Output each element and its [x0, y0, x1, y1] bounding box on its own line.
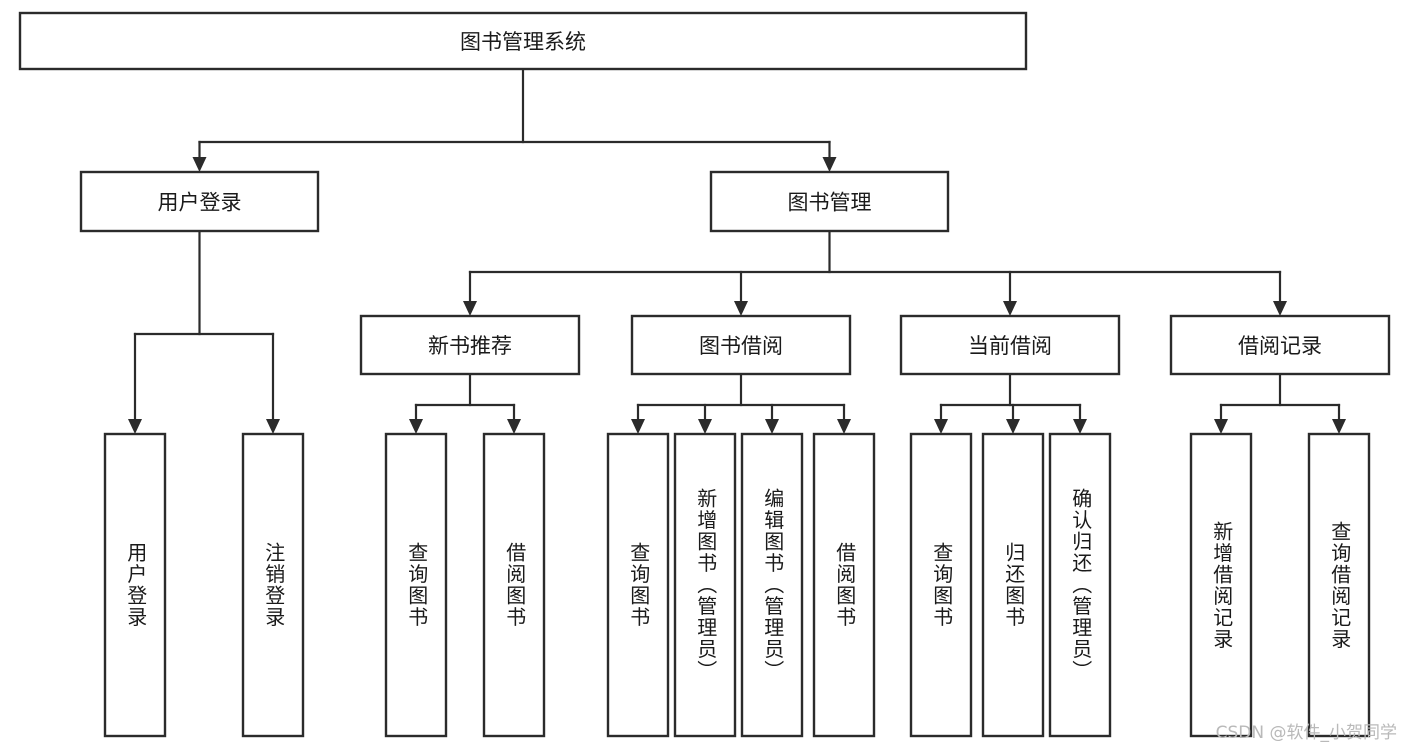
arrow-head-icon — [507, 419, 521, 434]
arrow-head-icon — [1214, 419, 1228, 434]
node-leaf-query-book-3[interactable] — [909, 432, 973, 738]
arrow-head-icon — [822, 157, 837, 172]
arrow-head-icon — [1006, 419, 1020, 434]
node-new-book-recommend-label: 新书推荐 — [428, 334, 512, 358]
arrow-head-icon — [765, 419, 779, 434]
arrow-head-icon — [1332, 419, 1346, 434]
node-book-management-label: 图书管理 — [788, 191, 872, 215]
node-book-management[interactable]: 图书管理 — [709, 170, 950, 233]
node-system-title-label: 图书管理系统 — [460, 30, 586, 54]
node-leaf-borrow-book-2[interactable] — [812, 432, 876, 738]
arrow-head-icon — [837, 419, 851, 434]
node-leaf-user-login[interactable] — [103, 432, 167, 738]
connector-lines — [128, 67, 1346, 434]
arrow-head-icon — [698, 419, 712, 434]
arrow-head-icon — [463, 301, 477, 316]
node-book-borrow[interactable]: 图书借阅 — [630, 314, 852, 376]
node-borrow-record-label: 借阅记录 — [1238, 334, 1322, 358]
node-leaf-return-book[interactable] — [981, 432, 1045, 738]
node-user-login[interactable]: 用户登录 — [79, 170, 320, 233]
node-system-title[interactable]: 图书管理系统 — [18, 11, 1028, 71]
arrow-head-icon — [1003, 301, 1017, 316]
node-borrow-record[interactable]: 借阅记录 — [1169, 314, 1391, 376]
arrow-head-icon — [934, 419, 948, 434]
node-new-book-recommend[interactable]: 新书推荐 — [359, 314, 581, 376]
node-leaf-borrow-book-1[interactable] — [482, 432, 546, 738]
arrow-head-icon — [1073, 419, 1087, 434]
node-leaf-query-book-1[interactable] — [384, 432, 448, 738]
arrow-head-icon — [409, 419, 423, 434]
node-user-login-label: 用户登录 — [158, 191, 242, 215]
arrow-head-icon — [128, 419, 142, 434]
arrow-head-icon — [266, 419, 280, 434]
arrow-head-icon — [1273, 301, 1287, 316]
node-current-borrow-label: 当前借阅 — [968, 334, 1052, 358]
node-leaf-logout-login[interactable] — [241, 432, 305, 738]
node-current-borrow[interactable]: 当前借阅 — [899, 314, 1121, 376]
node-leaf-add-book[interactable] — [673, 432, 737, 738]
node-leaf-edit-book[interactable] — [740, 432, 804, 738]
arrow-head-icon — [631, 419, 645, 434]
arrow-head-icon — [192, 157, 207, 172]
node-leaf-add-borrow-record[interactable] — [1189, 432, 1253, 738]
node-leaf-confirm-return[interactable] — [1048, 432, 1112, 738]
node-book-borrow-label: 图书借阅 — [699, 334, 783, 358]
node-leaf-query-book-2[interactable] — [606, 432, 670, 738]
csdn-watermark: CSDN @软件_小贺同学 — [1215, 723, 1397, 743]
arrow-head-icon — [734, 301, 748, 316]
node-leaf-query-borrow-record[interactable] — [1307, 432, 1371, 738]
